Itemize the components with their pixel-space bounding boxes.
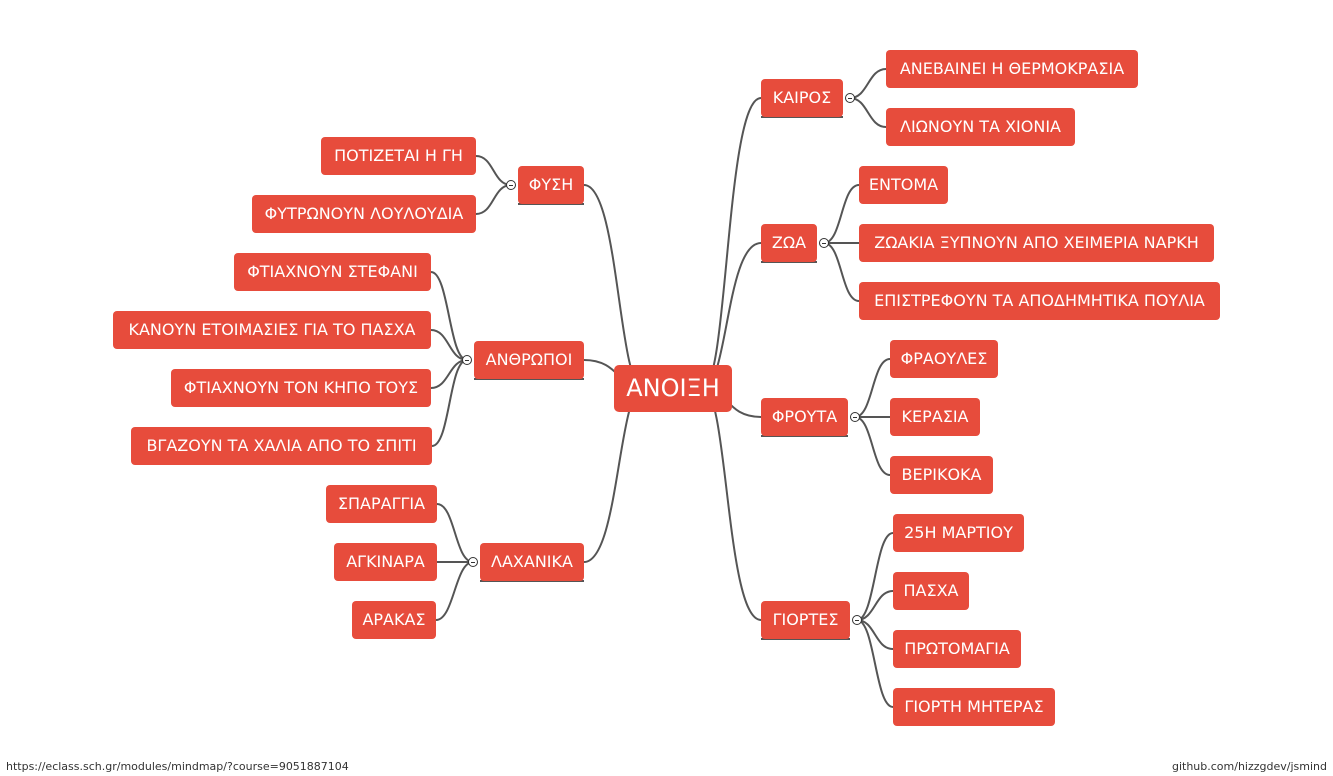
- branch-node-left-2[interactable]: ΛΑΧΑΝΙΚΑ: [480, 543, 584, 581]
- leaf-node-right-3-2[interactable]: ΠΡΩΤΟΜΑΓΙΑ: [893, 630, 1021, 668]
- branch-node-right-1[interactable]: ΖΩΑ: [761, 224, 817, 262]
- leaf-node-left-0-0[interactable]: ΠΟΤΙΖΕΤΑΙ Η ΓΗ: [321, 137, 476, 175]
- leaf-node-right-3-3[interactable]: ΓΙΟΡΤΗ ΜΗΤΕΡΑΣ: [893, 688, 1055, 726]
- leaf-node-right-2-0[interactable]: ΦΡΑΟΥΛΕΣ: [890, 340, 998, 378]
- expand-toggle-icon[interactable]: [819, 238, 829, 248]
- expand-toggle-icon[interactable]: [852, 615, 862, 625]
- branch-node-left-1[interactable]: ΑΝΘΡΩΠΟΙ: [474, 341, 584, 379]
- expand-toggle-icon[interactable]: [506, 180, 516, 190]
- branch-node-right-2[interactable]: ΦΡΟΥΤΑ: [761, 398, 848, 436]
- leaf-node-right-2-1[interactable]: ΚΕΡΑΣΙΑ: [890, 398, 980, 436]
- leaf-node-right-1-2[interactable]: ΕΠΙΣΤΡΕΦΟΥΝ ΤΑ ΑΠΟΔΗΜΗΤΙΚΑ ΠΟΥΛΙΑ: [859, 282, 1220, 320]
- expand-toggle-icon[interactable]: [850, 412, 860, 422]
- leaf-node-left-1-2[interactable]: ΦΤΙΑΧΝΟΥΝ ΤΟΝ ΚΗΠΟ ΤΟΥΣ: [171, 369, 431, 407]
- expand-toggle-icon[interactable]: [462, 355, 472, 365]
- leaf-node-right-3-0[interactable]: 25Η ΜΑΡΤΙΟΥ: [893, 514, 1024, 552]
- leaf-node-right-1-1[interactable]: ΖΩΑΚΙΑ ΞΥΠΝΟΥΝ ΑΠΟ ΧΕΙΜΕΡΙΑ ΝΑΡΚΗ: [859, 224, 1214, 262]
- expand-toggle-icon[interactable]: [845, 93, 855, 103]
- branch-node-right-0[interactable]: ΚΑΙΡΟΣ: [761, 79, 843, 117]
- root-node[interactable]: ΑΝΟΙΞΗ: [614, 365, 732, 412]
- footer-credit[interactable]: github.com/hizzgdev/jsmind: [1171, 760, 1327, 773]
- leaf-node-left-2-0[interactable]: ΣΠΑΡΑΓΓΙΑ: [326, 485, 437, 523]
- leaf-node-left-1-3[interactable]: ΒΓΑΖΟΥΝ ΤΑ ΧΑΛΙΑ ΑΠΟ ΤΟ ΣΠΙΤΙ: [131, 427, 432, 465]
- leaf-node-left-2-1[interactable]: ΑΓΚΙΝΑΡΑ: [334, 543, 437, 581]
- expand-toggle-icon[interactable]: [468, 557, 478, 567]
- leaf-node-left-0-1[interactable]: ΦΥΤΡΩΝΟΥΝ ΛΟΥΛΟΥΔΙΑ: [252, 195, 476, 233]
- branch-node-left-0[interactable]: ΦΥΣΗ: [518, 166, 584, 204]
- leaf-node-right-1-0[interactable]: ΕΝΤΟΜΑ: [859, 166, 948, 204]
- leaf-node-right-0-0[interactable]: ΑΝΕΒΑΙΝΕΙ Η ΘΕΡΜΟΚΡΑΣΙΑ: [886, 50, 1138, 88]
- leaf-node-left-2-2[interactable]: ΑΡΑΚΑΣ: [352, 601, 436, 639]
- leaf-node-right-0-1[interactable]: ΛΙΩΝΟΥΝ ΤΑ ΧΙΟΝΙΑ: [886, 108, 1075, 146]
- leaf-node-right-2-2[interactable]: ΒΕΡΙΚΟΚΑ: [890, 456, 993, 494]
- footer-url: https://eclass.sch.gr/modules/mindmap/?c…: [6, 760, 349, 773]
- leaf-node-left-1-0[interactable]: ΦΤΙΑΧΝΟΥΝ ΣΤΕΦΑΝΙ: [234, 253, 431, 291]
- branch-node-right-3[interactable]: ΓΙΟΡΤΕΣ: [761, 601, 850, 639]
- leaf-node-right-3-1[interactable]: ΠΑΣΧΑ: [893, 572, 969, 610]
- leaf-node-left-1-1[interactable]: ΚΑΝΟΥΝ ΕΤΟΙΜΑΣΙΕΣ ΓΙΑ ΤΟ ΠΑΣΧΑ: [113, 311, 431, 349]
